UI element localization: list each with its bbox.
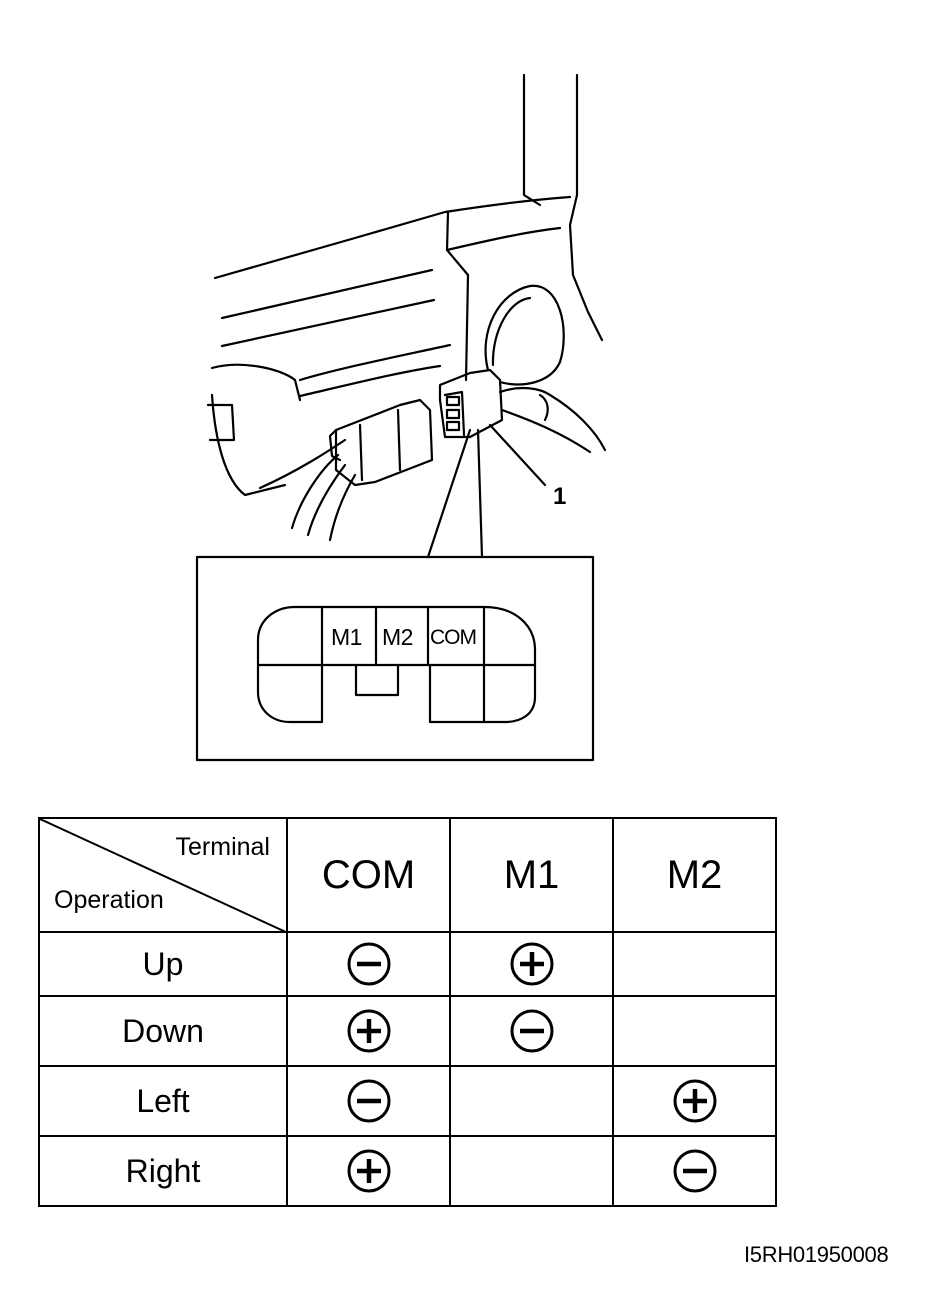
table-row: Up [38,931,777,997]
callout-leader [488,423,547,487]
pillar-left-edge [522,73,542,207]
zoom-leader-right [476,428,484,559]
connector-illustration [195,73,607,762]
pin-label-m2: M2 [382,624,413,650]
sign-cell [286,931,451,997]
plus-sign-icon [347,1149,390,1193]
table-row: Left [38,1065,777,1137]
lower-panel-curve [258,438,347,490]
table-corner-cell: Terminal Operation [38,817,288,933]
minus-sign-icon [510,1009,553,1053]
right-connector [438,368,504,439]
terminal-header-com: COM [286,817,451,933]
right-connector-pin-1 [445,395,461,407]
sign-cell [612,1065,777,1137]
zoom-leader-left [426,428,472,559]
lower-panel-body [210,393,287,497]
left-wire-2 [306,463,347,537]
door-panel-edge [464,273,470,382]
corner-diagonal [41,820,284,930]
sign-cell [286,1065,451,1137]
table-row: Down [38,995,777,1067]
plus-sign-icon [510,942,553,986]
right-connector-pin-3 [445,420,461,432]
table-header-row: Terminal Operation COM M1 M2 [38,817,777,933]
sign-cell [449,1065,614,1137]
operation-label-down: Down [38,995,288,1067]
pillar-right-edge [568,73,604,342]
terminal-operation-table: Terminal Operation COM M1 M2 Up Down Lef… [38,817,777,1207]
lower-panel-arc [210,363,302,402]
table-row: Right [38,1135,777,1207]
right-connector-face [443,390,466,437]
operation-label-up: Up [38,931,288,997]
sign-cell [449,1135,614,1207]
sign-cell [286,995,451,1067]
left-connector-rib2 [396,408,402,472]
right-wire-3 [538,393,549,422]
left-wire-1 [290,453,340,530]
door-groove-4 [298,364,442,398]
terminal-header-m2: M2 [612,817,777,933]
door-trim-fold [445,226,562,252]
speaker-bezel [484,284,565,386]
minus-sign-icon [347,1079,390,1123]
door-trim-top [213,195,572,280]
minus-sign-icon [347,942,390,986]
right-connector-pin-2 [445,408,461,420]
left-connector [334,398,434,487]
operation-label-right: Right [38,1135,288,1207]
corner-terminal-label: Terminal [175,833,270,861]
sign-cell [612,1135,777,1207]
door-groove-3 [298,343,452,382]
figure-id: I5RH01950008 [744,1242,889,1267]
pin-label-com: COM [430,626,477,649]
connector-latch [354,663,400,697]
speaker-grille [491,296,532,367]
callout-number: 1 [553,483,567,510]
left-connector-rib [358,423,364,482]
corner-operation-label: Operation [54,886,164,914]
terminal-header-m1: M1 [449,817,614,933]
sign-cell [612,931,777,997]
lower-panel-slot [206,403,236,442]
door-trim-line [445,210,470,277]
connector-face-outline [256,605,537,724]
sign-cell [286,1135,451,1207]
sign-cell [612,995,777,1067]
sign-cell [449,931,614,997]
plus-sign-icon [347,1009,390,1053]
operation-label-left: Left [38,1065,288,1137]
sign-cell [449,995,614,1067]
detail-frame [195,555,595,762]
plus-sign-icon [673,1079,716,1123]
right-wire-1 [498,386,607,452]
door-groove-2 [220,298,436,348]
pin-label-m1: M1 [331,624,362,650]
right-wire-2 [500,408,592,454]
left-wire-3 [328,473,357,542]
minus-sign-icon [673,1149,716,1193]
door-groove-1 [220,268,434,320]
